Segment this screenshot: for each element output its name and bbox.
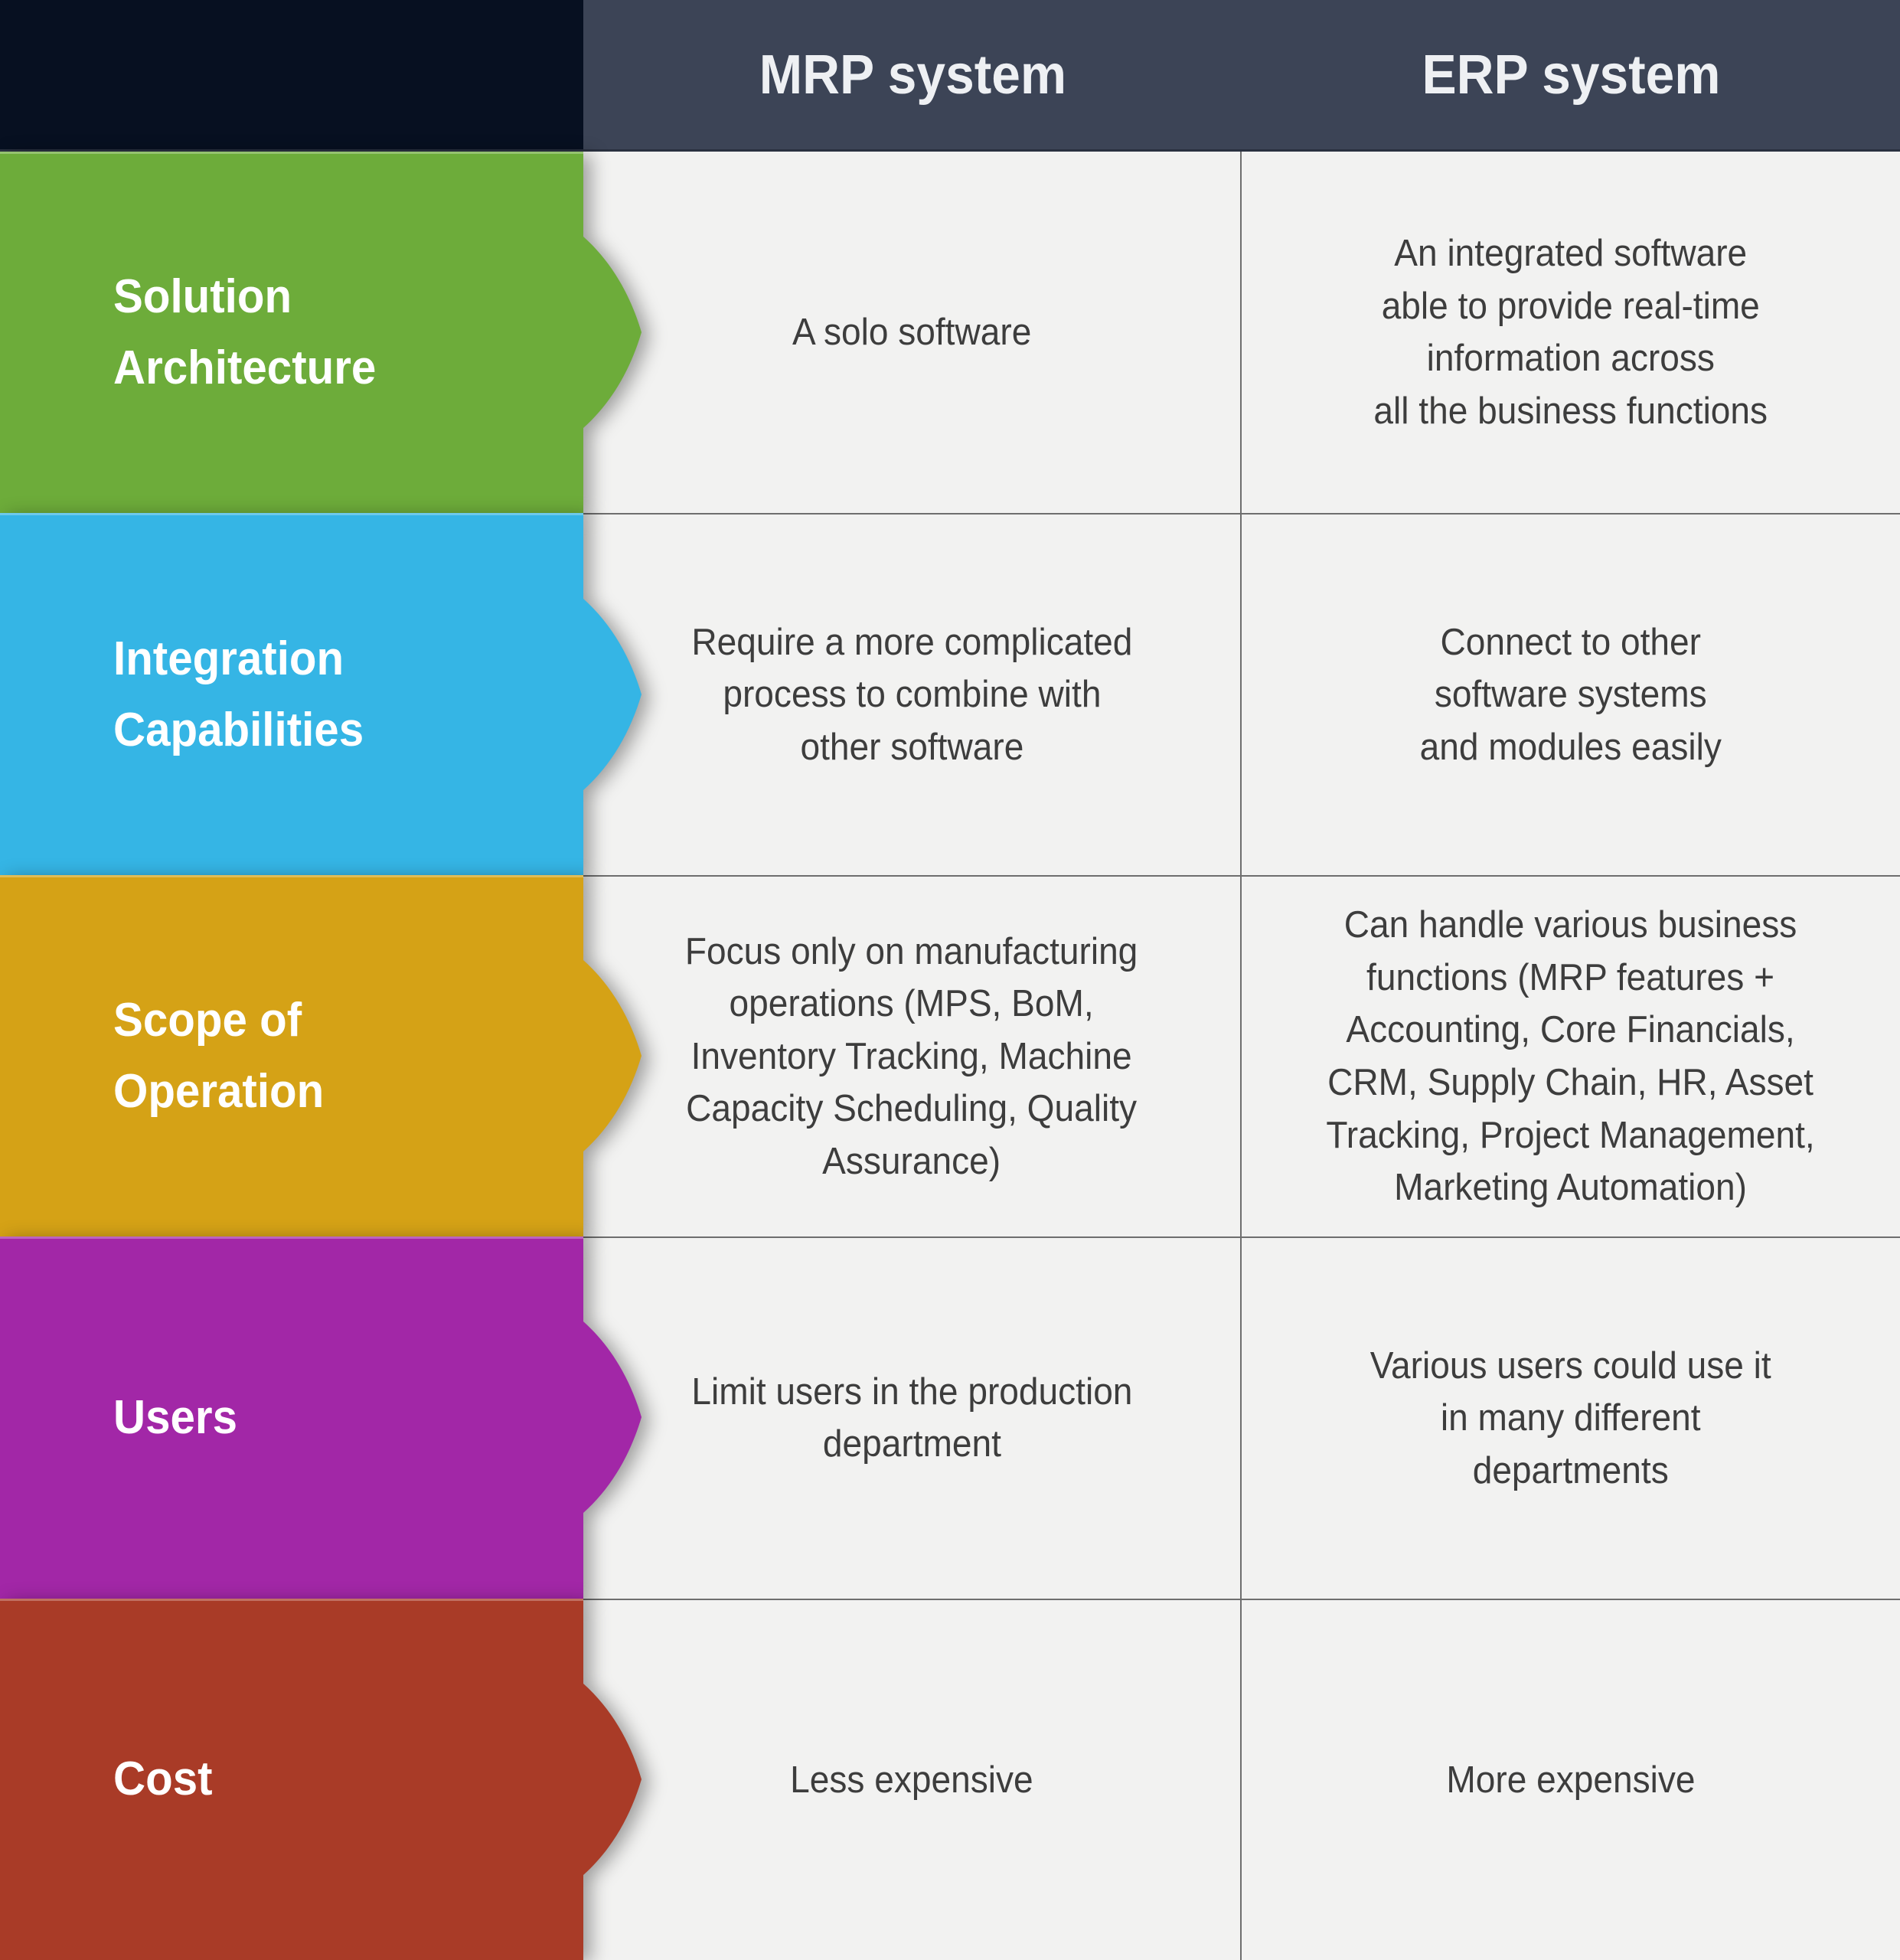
row-header-label: Integration Capabilities [113,632,364,756]
row-header-solution-architecture: Solution Architecture [0,152,641,514]
cell-text: Require a more complicated process to co… [690,621,1133,768]
column-header-mrp-label: MRP system [759,44,1066,106]
cell-mrp-integration-capabilities: Require a more complicated process to co… [583,513,1242,875]
cell-text: Connect to other software systems and mo… [1419,621,1722,768]
row-header-integration-capabilities: Integration Capabilities [0,513,641,875]
table-row-users: Users Limit users in the production depa… [0,1236,1900,1599]
arrow-pointer-icon [583,1683,641,1875]
cell-mrp-users: Limit users in the production department [583,1236,1242,1599]
arrow-pointer-icon [583,237,641,429]
cell-text: More expensive [1446,1759,1696,1801]
row-header-label: Scope of Operation [113,994,325,1119]
table-row-cost: Cost Less expensive More expensive [0,1598,1900,1960]
row-header-label: Users [113,1390,238,1444]
table-row-scope-of-operation: Scope of Operation Focus only on manufac… [0,874,1900,1237]
cell-erp-users: Various users could use it in many diffe… [1242,1236,1900,1599]
column-header-erp-label: ERP system [1421,44,1721,106]
cell-mrp-scope-of-operation: Focus only on manufacturing operations (… [583,874,1242,1237]
row-header-users: Users [0,1236,641,1599]
cell-text: Focus only on manufacturing operations (… [685,930,1138,1182]
column-header-mrp: MRP system [583,0,1242,149]
cell-text: A solo software [792,311,1032,353]
cell-mrp-solution-architecture: A solo software [583,152,1242,514]
row-header-label: Solution Architecture [113,270,377,395]
row-header-cost: Cost [0,1598,641,1960]
table-header: MRP system ERP system [0,0,1900,152]
cell-text: Less expensive [790,1759,1033,1801]
row-header-bg: Cost [0,1598,583,1960]
cell-text: Limit users in the production department [690,1370,1133,1465]
row-header-bg: Integration Capabilities [0,513,583,875]
row-header-scope-of-operation: Scope of Operation [0,874,641,1237]
row-header-bg: Scope of Operation [0,874,583,1237]
table-row-solution-architecture: Solution Architecture A solo software An… [0,152,1900,514]
cell-erp-cost: More expensive [1242,1598,1900,1960]
header-corner [0,0,583,149]
cell-erp-scope-of-operation: Can handle various business functions (M… [1242,874,1900,1237]
row-header-label: Cost [113,1753,213,1806]
arrow-pointer-icon [583,1321,641,1514]
cell-text: Can handle various business functions (M… [1326,904,1816,1209]
cell-text: An integrated software able to provide r… [1373,233,1768,432]
row-header-bg: Users [0,1236,583,1599]
column-header-erp: ERP system [1242,0,1900,149]
cell-mrp-cost: Less expensive [583,1598,1242,1960]
arrow-pointer-icon [583,598,641,790]
arrow-pointer-icon [583,960,641,1152]
table-row-integration-capabilities: Integration Capabilities Require a more … [0,513,1900,875]
row-header-bg: Solution Architecture [0,152,583,514]
cell-erp-solution-architecture: An integrated software able to provide r… [1242,152,1900,514]
cell-text: Various users could use it in many diffe… [1370,1344,1771,1491]
cell-erp-integration-capabilities: Connect to other software systems and mo… [1242,513,1900,875]
